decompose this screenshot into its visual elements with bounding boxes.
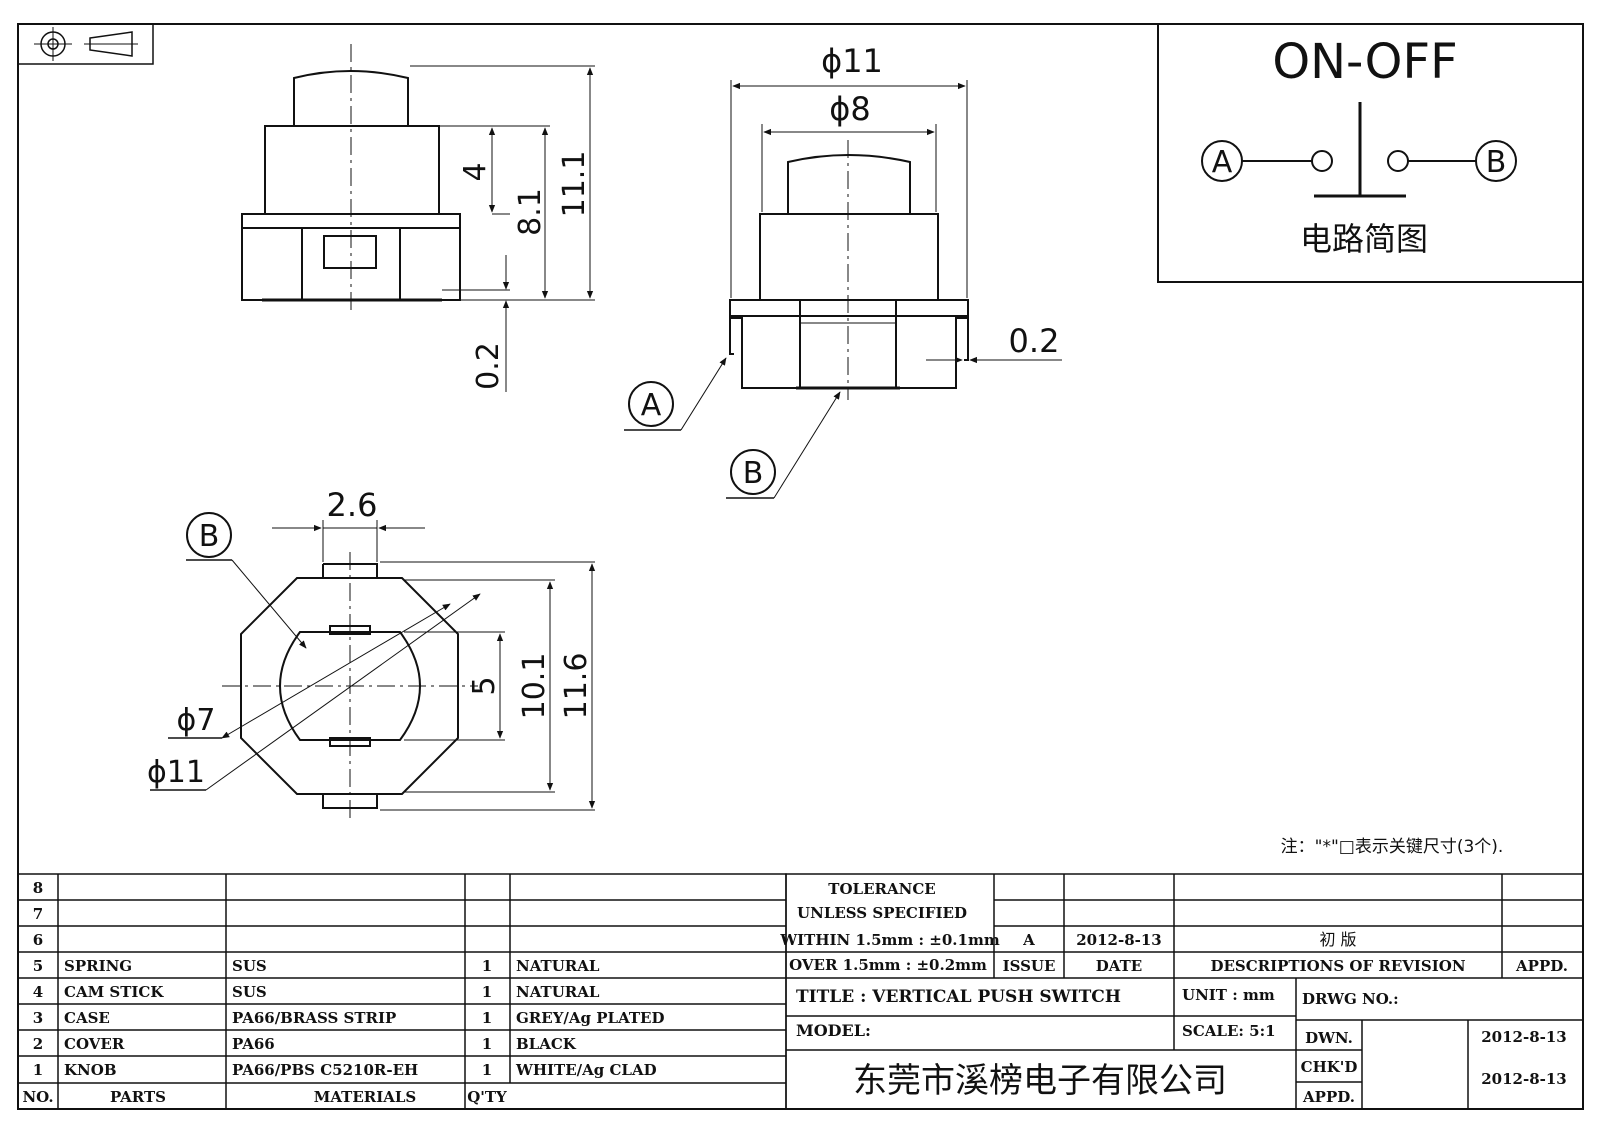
cell-material: PA66 <box>232 1035 275 1053</box>
revision-issue: A <box>1022 931 1035 949</box>
tolerance-over: OVER 1.5mm : ±0.2mm <box>789 956 987 974</box>
cell-no: 5 <box>33 957 43 975</box>
cell-qty: 1 <box>482 1009 492 1027</box>
drawing-note: 注："*"□表示关键尺寸(3个). <box>1281 837 1504 857</box>
header-no: NO. <box>22 1088 53 1106</box>
cell-no: 7 <box>33 905 43 923</box>
title-block-grid <box>785 873 1584 1110</box>
drawing-number: DRWG NO.: <box>1302 990 1399 1008</box>
header-qty: Q'TY <box>467 1088 507 1106</box>
cell-finish: WHITE/Ag CLAD <box>515 1061 657 1079</box>
dim-0-2-front-label: 0.2 <box>1009 322 1060 360</box>
cell-qty: 1 <box>482 983 492 1001</box>
tolerance-heading: TOLERANCE <box>828 880 935 898</box>
cell-finish: BLACK <box>516 1035 577 1053</box>
dim-phi8-label: ϕ8 <box>829 90 870 128</box>
front-view <box>624 80 1062 499</box>
approved-by-label: APPD. <box>1302 1088 1355 1106</box>
cell-no: 3 <box>33 1009 43 1027</box>
cell-finish: GREY/Ag PLATED <box>516 1009 665 1027</box>
company-name: 东莞市溪榜电子有限公司 <box>853 1061 1227 1101</box>
knob-outline <box>293 70 409 126</box>
model-field: MODEL: <box>796 1021 871 1040</box>
cell-qty: 1 <box>482 1061 492 1079</box>
scale-field: SCALE: 5:1 <box>1182 1022 1276 1040</box>
dim-phi7-label: ϕ7 <box>177 703 216 738</box>
terminal-a-callout: A <box>641 388 662 423</box>
parts-table-header: NO. PARTS MATERIALS Q'TY <box>18 1082 786 1106</box>
drawn-date: 2012-8-13 <box>1481 1028 1567 1046</box>
dim-11-1-label: 11.1 <box>557 151 592 218</box>
dim-phi11-top-label: ϕ11 <box>147 755 205 790</box>
col-date: DATE <box>1096 957 1142 975</box>
dim-10-1-label: 10.1 <box>517 653 552 720</box>
knob-outline <box>787 154 911 214</box>
cell-material: PA66/PBS C5210R-EH <box>232 1061 418 1079</box>
schematic-title: ON-OFF <box>1272 34 1457 90</box>
case-outline <box>741 315 957 389</box>
cell-part: COVER <box>64 1035 125 1053</box>
cell-material: SUS <box>232 957 267 975</box>
cell-qty: 1 <box>482 1035 492 1053</box>
col-issue: ISSUE <box>1003 957 1056 975</box>
cell-no: 1 <box>33 1061 43 1079</box>
cell-no: 6 <box>33 931 43 949</box>
header-parts: PARTS <box>110 1088 166 1106</box>
dim-4-label: 4 <box>458 162 493 181</box>
tolerance-unless: UNLESS SPECIFIED <box>797 904 967 922</box>
header-materials: MATERIALS <box>314 1088 417 1106</box>
terminal-b-callout: B <box>743 456 764 491</box>
projection-symbol-icon <box>17 23 154 65</box>
cover-outline <box>264 125 440 215</box>
unit-field: UNIT : mm <box>1182 986 1275 1004</box>
cell-part: CASE <box>64 1009 110 1027</box>
schematic-terminal-a: A <box>1212 145 1233 180</box>
dim-phi11-label: ϕ11 <box>821 42 883 80</box>
tolerance-within: WITHIN 1.5mm : ±0.1mm <box>779 931 1000 949</box>
dim-5-label: 5 <box>467 676 502 695</box>
dim-11-6-label: 11.6 <box>559 653 594 720</box>
schematic-caption: 电路简图 <box>1300 220 1428 258</box>
cell-no: 8 <box>33 879 43 897</box>
cell-qty: 1 <box>482 957 492 975</box>
top-view <box>150 512 596 822</box>
cell-no: 4 <box>33 983 43 1001</box>
checked-date: 2012-8-13 <box>1481 1070 1567 1088</box>
cell-part: SPRING <box>64 957 132 975</box>
drawing-title: TITLE : VERTICAL PUSH SWITCH <box>796 987 1121 1007</box>
dim-2-6-label: 2.6 <box>327 486 378 524</box>
schematic-box <box>1157 23 1584 283</box>
drawn-by-label: DWN. <box>1305 1029 1353 1047</box>
revision-description: 初 版 <box>1319 930 1356 949</box>
cell-material: PA66/BRASS STRIP <box>232 1009 396 1027</box>
schematic-terminal-b: B <box>1486 145 1507 180</box>
col-descriptions: DESCRIPTIONS OF REVISION <box>1210 957 1465 975</box>
checked-by-label: CHK'D <box>1301 1058 1358 1076</box>
cell-finish: NATURAL <box>516 983 600 1001</box>
side-view <box>241 44 595 392</box>
cover-outline <box>759 213 939 301</box>
cell-no: 2 <box>33 1035 43 1053</box>
cell-part: KNOB <box>64 1061 117 1079</box>
dim-0-2-side-label: 0.2 <box>471 342 506 390</box>
col-appd: APPD. <box>1515 957 1568 975</box>
cell-part: CAM STICK <box>64 983 164 1001</box>
revision-date: 2012-8-13 <box>1076 931 1162 949</box>
terminal-b-top-callout: B <box>199 519 220 554</box>
dim-8-1-label: 8.1 <box>513 188 548 236</box>
cell-material: SUS <box>232 983 267 1001</box>
cell-finish: NATURAL <box>516 957 600 975</box>
